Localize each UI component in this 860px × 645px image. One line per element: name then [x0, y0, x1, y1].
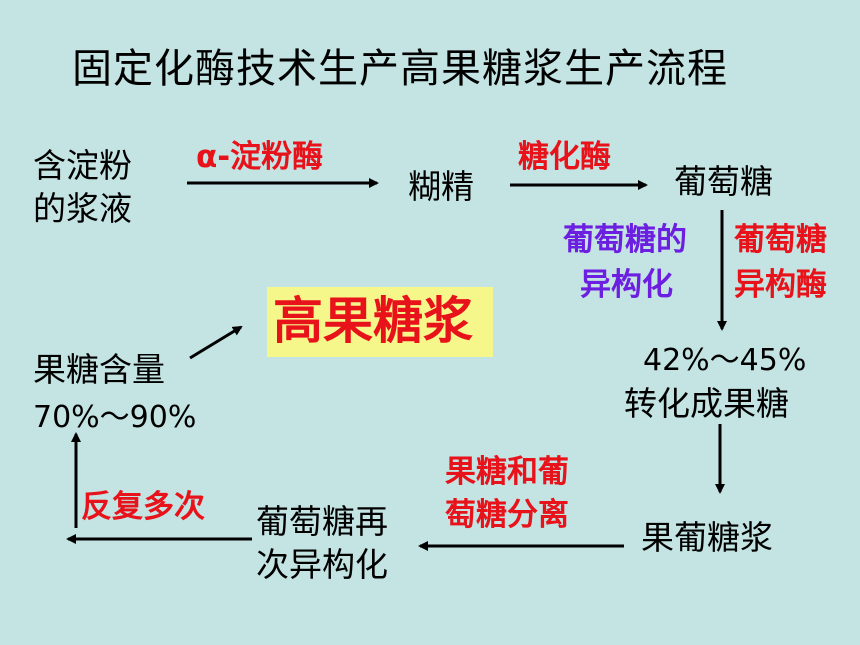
label-glucose-isomerization-line1: 葡萄糖的 [563, 222, 687, 258]
label-separation-line1: 果糖和葡 [445, 454, 569, 490]
page-title: 固定化酶技术生产高果糖浆生产流程 [72, 46, 728, 92]
node-conversion-line1: 42%～45% [643, 343, 807, 378]
node-fructose-content-line2: 70%～90% [33, 400, 197, 435]
node-reisomerization-line2: 次异构化 [256, 545, 388, 584]
label-separation-line2: 萄糖分离 [445, 497, 569, 533]
node-syrup: 果葡糖浆 [641, 518, 773, 557]
node-fructose-content-line1: 果糖含量 [33, 350, 165, 389]
node-starch-solution-line1: 含淀粉 [33, 146, 132, 185]
node-product: 高果糖浆 [273, 292, 473, 350]
product-box [267, 287, 493, 357]
node-dextrin: 糊精 [408, 167, 474, 206]
label-glucose-isomerase-line1: 葡萄糖 [734, 222, 827, 258]
node-glucose: 葡萄糖 [674, 162, 773, 201]
label-alpha-amylase: α-淀粉酶 [196, 139, 324, 175]
label-glucose-isomerization-line2: 异构化 [580, 267, 673, 303]
label-glucoamylase: 糖化酶 [518, 139, 611, 175]
node-starch-solution-line2: 的浆液 [33, 189, 132, 228]
label-glucose-isomerase-line2: 异构酶 [734, 267, 827, 303]
node-reisomerization-line1: 葡萄糖再 [256, 502, 388, 541]
label-repeat: 反复多次 [81, 489, 205, 525]
node-conversion-line2: 转化成果糖 [624, 384, 789, 423]
arrow-to-product [189, 325, 243, 360]
